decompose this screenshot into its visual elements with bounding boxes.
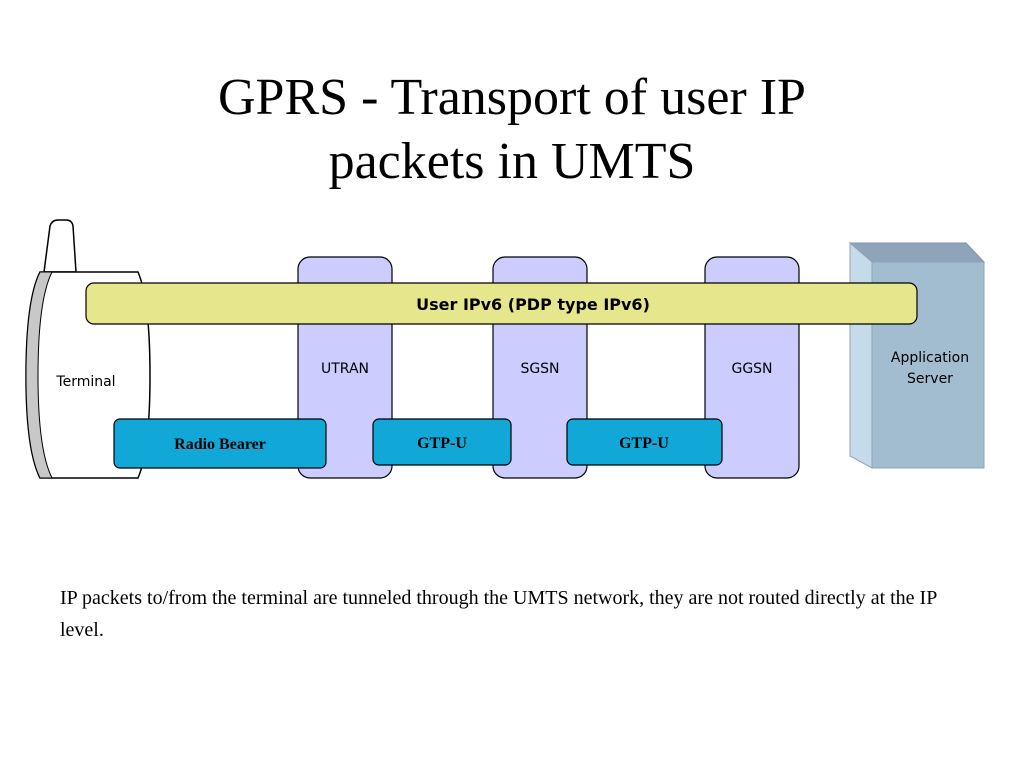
- sgsn-label: SGSN: [520, 361, 559, 377]
- ggsn-label: GGSN: [731, 361, 772, 377]
- gtp-u-tunnel-1-label: GTP-U: [417, 435, 467, 452]
- user-ipv6-bar: User IPv6 (PDP type IPv6): [85, 282, 918, 325]
- radio-bearer-tunnel: Radio Bearer: [113, 418, 327, 469]
- caption-text: IP packets to/from the terminal are tunn…: [60, 587, 937, 641]
- terminal-side-shade: [25, 271, 53, 479]
- server-label-line-1: Application: [891, 350, 969, 366]
- gtp-u-tunnel-1-shape: [372, 418, 512, 466]
- radio-bearer-label: Radio Bearer: [174, 436, 266, 453]
- radio-bearer-shape: [113, 418, 327, 469]
- utran-label: UTRAN: [321, 361, 369, 377]
- server-side-face: [849, 241, 873, 469]
- slide-title: GPRS - Transport of user IP packets in U…: [0, 66, 1024, 194]
- terminal-antenna: [43, 219, 77, 273]
- network-diagram: Terminal UTRAN SGSN GGSN Application Ser…: [25, 219, 986, 479]
- server-top-face: [848, 242, 986, 263]
- gtp-u-tunnel-1: GTP-U: [372, 418, 512, 466]
- gtp-u-tunnel-2: GTP-U: [566, 418, 723, 466]
- user-ipv6-bar-shape: [85, 282, 918, 325]
- slide-title-line-1: GPRS - Transport of user IP: [218, 69, 806, 126]
- gtp-u-tunnel-2-label: GTP-U: [619, 435, 669, 452]
- slide-title-line-2: packets in UMTS: [328, 133, 696, 190]
- gtp-u-tunnel-2-shape: [566, 418, 723, 466]
- server-label-line-2: Server: [907, 371, 953, 387]
- application-server: Application Server: [848, 241, 986, 469]
- user-ipv6-bar-label: User IPv6 (PDP type IPv6): [416, 295, 650, 314]
- terminal-label: Terminal: [55, 374, 115, 390]
